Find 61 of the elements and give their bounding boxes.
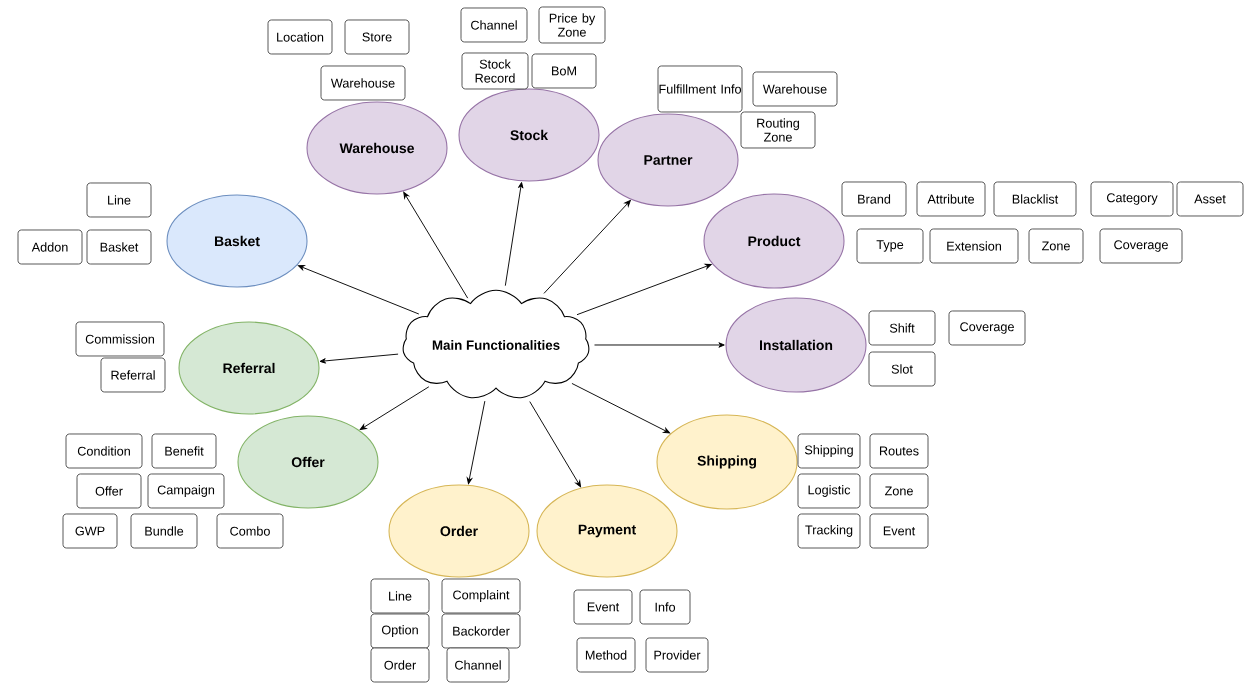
entity-box: Fulfillment Info (657, 65, 743, 113)
entity-box: Offer (76, 473, 142, 509)
entity-box: Bundle (130, 513, 198, 549)
entity-box: Basket (86, 229, 152, 265)
entity-box: Warehouse (320, 65, 406, 101)
entity-box: Shipping (797, 433, 861, 469)
entity-box: Coverage (948, 310, 1026, 346)
entity-box: Attribute (916, 181, 986, 217)
entity-box: Addon (17, 229, 83, 265)
entity-box: Campaign (147, 473, 225, 509)
entity-box: Extension (929, 228, 1019, 264)
entity-box: Info (639, 589, 691, 625)
entity-box: Zone (869, 473, 929, 509)
entity-box: Line (370, 578, 430, 614)
entity-box: Blacklist (993, 181, 1077, 217)
arrow (594, 342, 725, 348)
arrow (571, 383, 670, 434)
entity-box: Zone (1028, 228, 1084, 264)
entity-box: Option (370, 613, 430, 649)
entity-box: Slot (868, 351, 936, 387)
entity-box: Event (573, 589, 633, 625)
entity-box: BoM (531, 53, 597, 89)
entity-box: GWP (62, 513, 118, 549)
entity-box: Complaint (441, 578, 521, 614)
entity-box: Line (86, 182, 152, 218)
entity-box: Benefit (151, 433, 217, 469)
entity-box: Coverage (1099, 228, 1183, 264)
entity-box: Asset (1176, 181, 1244, 217)
entity-box: Routes (869, 433, 929, 469)
entity-box: Logistic (797, 473, 861, 509)
entity-box: Shift (868, 310, 936, 346)
entity-box: Provider (645, 637, 709, 673)
arrow (576, 263, 712, 316)
entity-box: Stock Record (461, 52, 529, 90)
arrow (504, 182, 524, 287)
entity-box: Event (869, 513, 929, 549)
entity-box: Location (267, 19, 333, 55)
entity-box: Referral (100, 357, 166, 393)
entity-box: Store (344, 19, 410, 55)
arrow (359, 386, 430, 430)
arrow (297, 265, 420, 315)
arrow (466, 400, 486, 485)
entity-box: Backorder (441, 613, 521, 649)
entity-box: Category (1090, 181, 1174, 217)
entity-box: Warehouse (752, 71, 838, 107)
entity-box: Order (370, 647, 430, 683)
entity-box: Channel (446, 647, 510, 683)
arrow (543, 200, 631, 294)
arrow (529, 401, 581, 488)
entity-box: Routing Zone (740, 111, 816, 149)
entity-box: Price by Zone (538, 6, 606, 44)
entity-box: Commission (75, 321, 165, 357)
arrow (319, 353, 399, 364)
entity-box: Brand (841, 181, 907, 217)
entity-box: Combo (216, 513, 284, 549)
arrow (403, 191, 469, 299)
entity-box: Tracking (797, 513, 861, 549)
entity-box: Channel (460, 7, 528, 43)
entity-box: Type (856, 228, 924, 264)
entity-box: Condition (65, 433, 143, 469)
entity-box: Method (576, 637, 636, 673)
